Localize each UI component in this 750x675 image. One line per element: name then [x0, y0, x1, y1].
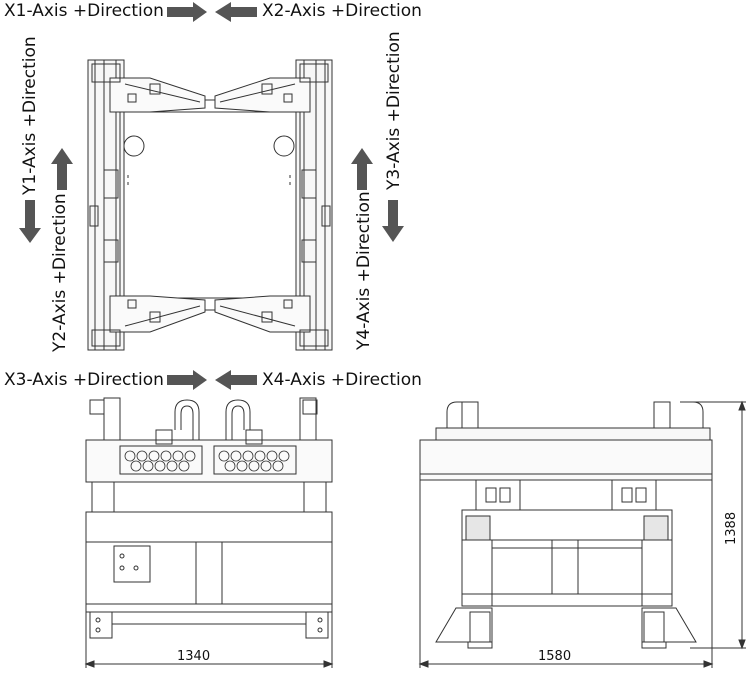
front-view: [84, 397, 334, 668]
x2-direction-arrow: [215, 2, 257, 22]
y3-direction-arrow-up: [351, 148, 373, 190]
x4-direction-arrow: [215, 370, 257, 390]
x2-axis-label: X2-Axis +Direction: [262, 1, 422, 21]
x4-axis-label: X4-Axis +Direction: [262, 370, 422, 390]
x3-axis-label: X3-Axis +Direction: [4, 370, 164, 390]
front-width-dimension: 1340: [177, 649, 211, 664]
x1-direction-arrow: [167, 2, 207, 22]
y1-direction-arrow-down: [19, 200, 41, 243]
top-view: [87, 59, 333, 351]
x1-axis-label: X1-Axis +Direction: [4, 1, 164, 21]
side-view: [418, 400, 746, 668]
y4-direction-arrow-down: [382, 200, 404, 242]
y2-direction-arrow-up: [51, 148, 73, 190]
side-width-dimension: 1580: [538, 649, 572, 664]
x3-direction-arrow: [167, 370, 207, 390]
